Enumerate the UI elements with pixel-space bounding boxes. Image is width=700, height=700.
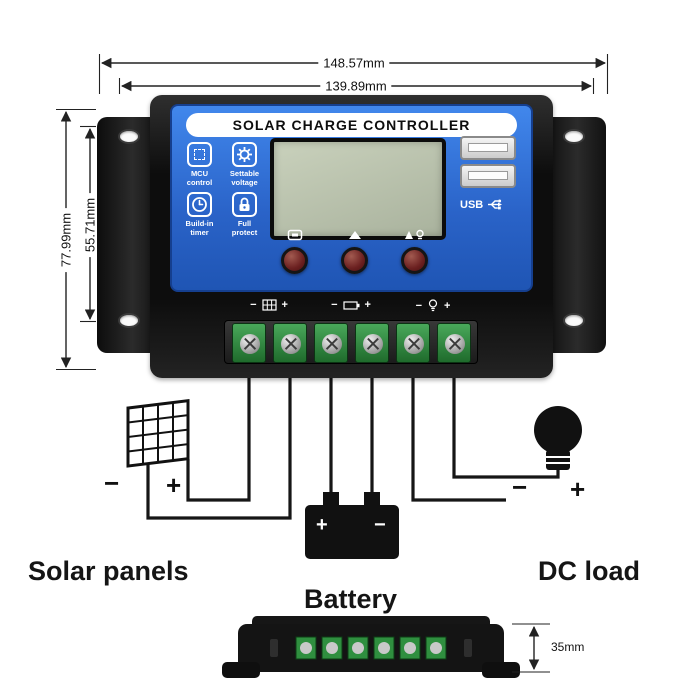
terminal-screw [404, 334, 424, 354]
screw-hole [120, 315, 138, 326]
gear-icon [232, 142, 257, 167]
screw-hole [565, 315, 583, 326]
clock-icon [187, 191, 212, 217]
dimension-side-height: 35mm [546, 640, 590, 654]
load-minus-sign: − [415, 299, 422, 312]
load-plus-sign: + [444, 299, 451, 312]
side-view [222, 616, 550, 678]
pv-minus-sign: − [250, 299, 257, 311]
terminal-load-minus [396, 323, 430, 363]
arrow-lamp-icon [398, 227, 432, 243]
solar-panel-mini-icon [261, 299, 277, 311]
usb-port-2 [460, 164, 516, 188]
side-mount-tab-left [222, 662, 260, 678]
button-up [341, 247, 368, 274]
usb-label: USB [460, 198, 484, 211]
lamp-mini-icon [428, 299, 438, 312]
battery-plus-sign: + [316, 514, 328, 536]
side-terminals [295, 636, 447, 660]
solar-panels-label: Solar panels [28, 556, 189, 586]
lock-icon [232, 191, 257, 217]
display-select-icon [281, 227, 308, 243]
usb-trident-icon [488, 199, 503, 210]
wires [146, 363, 560, 520]
solar-plus-sign: + [166, 470, 182, 500]
dimension-height-outer: 77.99mm [58, 207, 74, 273]
up-arrow-icon [341, 227, 368, 243]
terminal-screw [281, 334, 301, 354]
battery-minus-sign: − [374, 514, 386, 536]
light-bulb-icon [534, 406, 582, 470]
battery-icon: + − [305, 492, 399, 559]
terminal-screw [363, 334, 383, 354]
wire-pv-plus [186, 363, 251, 502]
terminal-battery-minus [355, 323, 389, 363]
usb-logo: USB [460, 198, 505, 211]
mcu-icon [187, 142, 212, 167]
dimension-height-inner: 55.71mm [82, 192, 98, 258]
side-mount-tab-right [482, 662, 520, 678]
button-display [281, 247, 308, 274]
usb-port-1 [460, 136, 516, 160]
terminal-label-pv: − + [224, 299, 314, 311]
wire-load-plus [452, 363, 560, 479]
terminal-label-battery: − + [306, 299, 396, 311]
pv-plus-sign: + [281, 299, 288, 311]
dc-load-label: DC load [538, 556, 641, 586]
terminal-load-plus [437, 323, 471, 363]
terminal-screw [240, 334, 260, 354]
load-minus-sign: − [512, 472, 528, 502]
device-title: SOLAR CHARGE CONTROLLER [186, 113, 517, 137]
terminal-screw [322, 334, 342, 354]
terminal-strip [224, 320, 478, 364]
terminal-screw [445, 334, 465, 354]
load-plus-sign: + [570, 474, 586, 504]
terminal-pv-minus [273, 323, 307, 363]
wire-pv-minus [146, 363, 292, 520]
battery-mini-icon [342, 301, 359, 310]
solar-minus-sign: − [104, 468, 120, 498]
dimension-width-outer: 148.57mm [318, 55, 390, 71]
dimension-width-inner: 139.89mm [320, 78, 392, 94]
wire-load-minus [411, 363, 506, 502]
terminal-pv-plus [232, 323, 266, 363]
terminal-label-load: − + [388, 299, 478, 312]
solar-panel-icon [126, 398, 190, 468]
screw-hole [565, 131, 583, 142]
terminal-battery-plus [314, 323, 348, 363]
battery-minus-sign: − [331, 299, 338, 311]
battery-label: Battery [304, 584, 398, 614]
screw-hole [120, 131, 138, 142]
battery-plus-sign: + [364, 299, 371, 311]
lcd-screen [270, 138, 446, 240]
button-load [401, 247, 428, 274]
